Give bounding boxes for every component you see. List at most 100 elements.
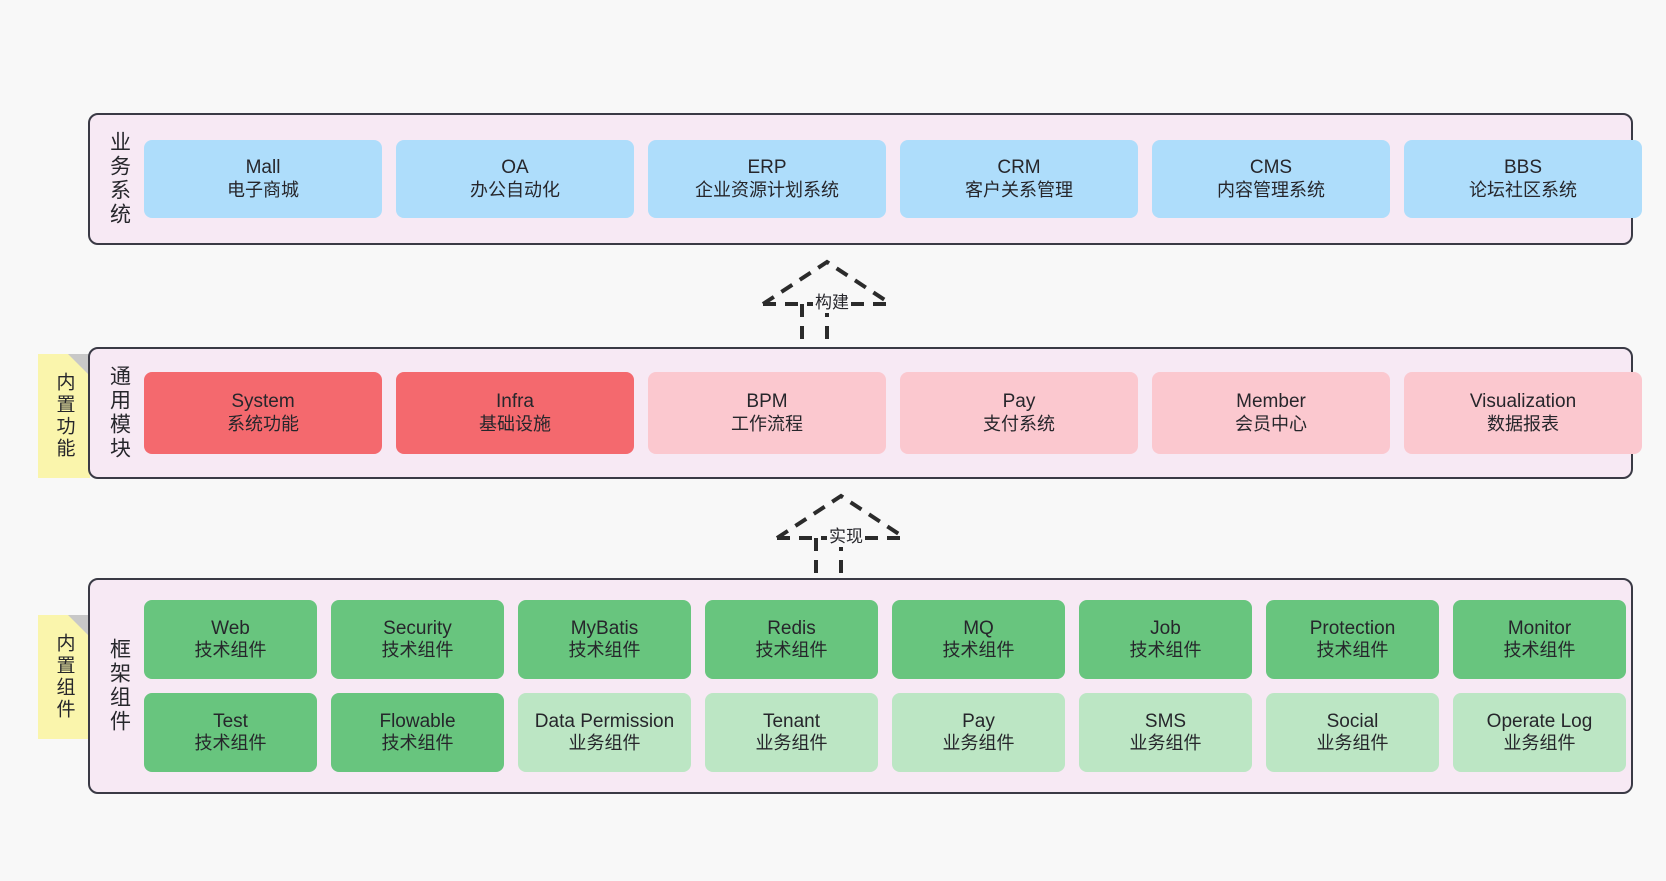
card-title-en: Pay: [962, 710, 995, 732]
card-title-en: Security: [383, 617, 452, 639]
card-title-cn: 技术组件: [1129, 640, 1202, 661]
card-title-cn: 技术组件: [1503, 640, 1576, 661]
card-title-cn: 工作流程: [731, 413, 803, 434]
card-title-en: Monitor: [1507, 617, 1572, 639]
card-title-en: Protection: [1309, 617, 1396, 639]
card-title-en: Infra: [495, 391, 535, 413]
card-title-cn: 技术组件: [381, 733, 454, 754]
card-title-cn: 企业资源计划系统: [695, 179, 839, 200]
card-title-en: Job: [1150, 617, 1181, 639]
card-title-cn: 技术组件: [942, 640, 1015, 661]
card-title-en: Pay: [1002, 391, 1036, 413]
panel-title-common-module: 通用模块: [107, 365, 131, 461]
card-title-cn: 业务组件: [942, 733, 1015, 754]
card-title-en: Flowable: [379, 710, 456, 732]
sticky-builtin-components-label: 内置组件: [53, 633, 75, 721]
panel-title-framework-component: 框架组件: [107, 638, 131, 734]
sticky-fold-corner-icon: [68, 615, 90, 637]
card-title-cn: 客户关系管理: [965, 179, 1073, 200]
card-title-en: BBS: [1503, 157, 1543, 179]
card-title-en: OA: [501, 157, 529, 179]
card-title-en: CMS: [1249, 157, 1293, 179]
card-title-cn: 技术组件: [194, 733, 267, 754]
panel-title-business-system: 业务系统: [107, 131, 131, 227]
card-title-cn: 支付系统: [983, 413, 1055, 434]
card-title-cn: 业务组件: [568, 733, 641, 754]
card-title-en: Tenant: [762, 710, 821, 732]
card-title-en: Social: [1326, 710, 1379, 732]
card-title-cn: 内容管理系统: [1217, 179, 1325, 200]
card-title-en: MyBatis: [570, 617, 639, 639]
card-title-en: Test: [213, 710, 248, 732]
sticky-fold-corner-icon: [68, 354, 90, 376]
card-title-cn: 办公自动化: [470, 179, 560, 200]
card-title-en: SMS: [1144, 710, 1187, 732]
card-title-cn: 技术组件: [755, 640, 828, 661]
card-title-en: System: [231, 391, 295, 413]
card-title-cn: 业务组件: [1503, 733, 1576, 754]
card-title-cn: 电子商城: [227, 179, 299, 200]
card-title-cn: 业务组件: [1316, 733, 1389, 754]
card-title-cn: 技术组件: [1316, 640, 1389, 661]
card-title-en: Web: [211, 617, 250, 639]
sticky-builtin-components: 内置组件: [38, 615, 90, 739]
card-title-cn: 会员中心: [1235, 413, 1307, 434]
arrow-implement: 实现: [771, 492, 911, 574]
sticky-builtin-features-label: 内置功能: [53, 372, 75, 460]
arrow-build-label: 构建: [813, 288, 851, 313]
card-title-en: Data Permission: [534, 710, 675, 732]
card-title-en: Operate Log: [1486, 710, 1593, 732]
card-title-en: Member: [1236, 391, 1306, 413]
arrow-implement-label: 实现: [827, 522, 865, 547]
card-title-en: BPM: [746, 391, 788, 413]
card-title-en: Mall: [245, 157, 281, 179]
card-title-cn: 业务组件: [1129, 733, 1202, 754]
card-title-cn: 技术组件: [194, 640, 267, 661]
card-title-cn: 业务组件: [755, 733, 828, 754]
card-title-cn: 技术组件: [381, 640, 454, 661]
card-title-en: CRM: [997, 157, 1041, 179]
card-title-cn: 技术组件: [568, 640, 641, 661]
arrow-build: 构建: [757, 258, 897, 340]
card-title-cn: 系统功能: [227, 413, 299, 434]
card-title-en: MQ: [963, 617, 994, 639]
